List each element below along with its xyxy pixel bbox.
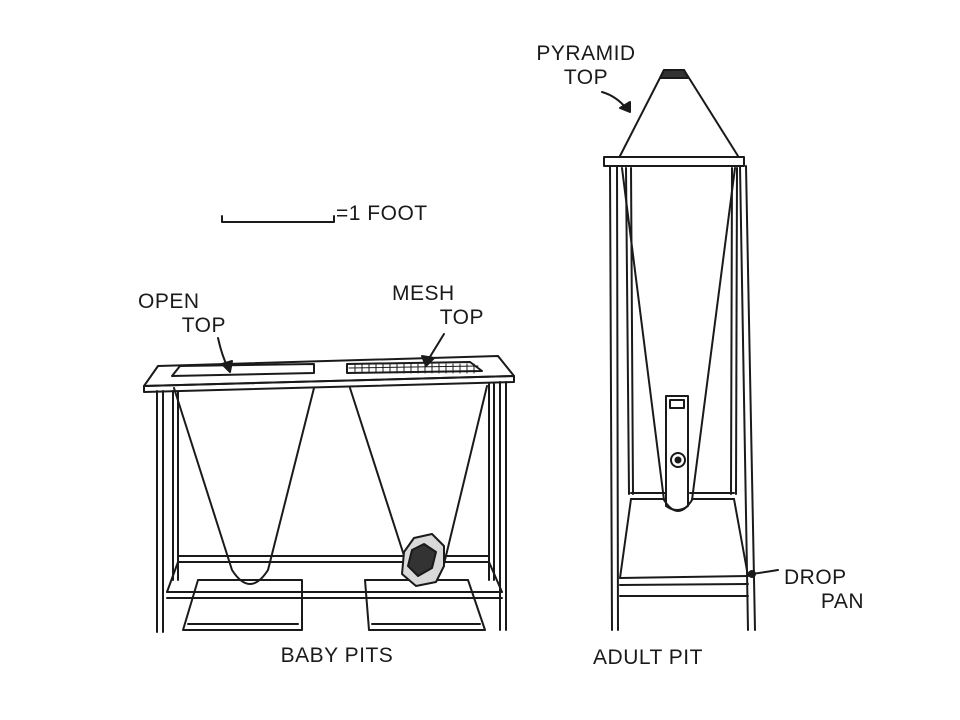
pyramid-top-label-line1: PYRAMID <box>536 42 636 65</box>
adult-pit-caption: ADULT PIT <box>593 646 703 669</box>
adult-pit <box>603 69 756 631</box>
open-top-label-line1: OPEN <box>138 290 200 313</box>
baby-pits-caption: BABY PITS <box>280 644 394 667</box>
open-top-label: OPEN TOP <box>138 290 226 338</box>
open-top-slot <box>171 363 315 377</box>
mesh-top-slot <box>346 361 483 374</box>
scale-label: =1 FOOT <box>336 202 428 225</box>
drop-pan-label-line1: DROP <box>784 566 847 589</box>
pyramid-top-label: PYRAMID TOP <box>526 42 646 90</box>
mesh-top-label-line1: MESH <box>392 282 455 305</box>
callout-arrows <box>217 91 779 578</box>
open-top-label-line2: TOP <box>181 314 226 337</box>
drop-pan-label: DROP PAN <box>784 566 864 614</box>
mesh-top-label: MESH TOP <box>392 282 484 330</box>
mesh-top-label-line2: TOP <box>439 306 484 329</box>
drop-pan-label-line2: PAN <box>820 590 864 613</box>
scale-bar <box>221 215 335 223</box>
pyramid-top-label-line2: TOP <box>563 66 609 89</box>
baby-pits-table <box>143 355 515 633</box>
